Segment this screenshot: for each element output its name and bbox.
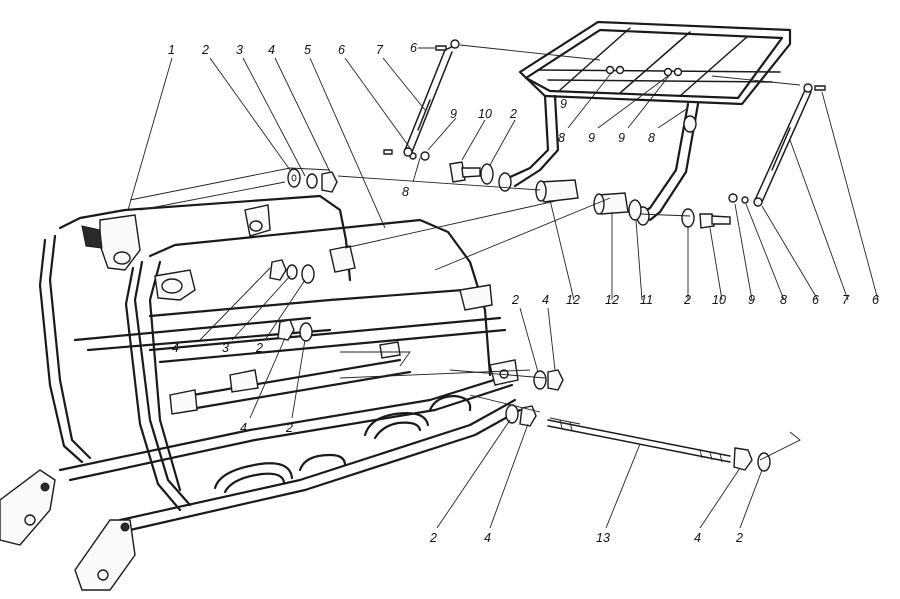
main-frame — [0, 194, 522, 591]
callout-label: 8 — [648, 131, 655, 145]
callout-label: 2 — [735, 531, 743, 545]
callout-label: 9 — [588, 131, 595, 145]
callout-label: 13 — [596, 531, 610, 545]
callout-label: 2 — [511, 293, 519, 307]
callout-label: 5 — [304, 43, 311, 57]
callout-label: 4 — [172, 341, 179, 355]
luggage-rack — [498, 20, 792, 226]
callout-labels: 1 2 3 4 5 6 7 6 10 2 9 8 9 9 8 8 12 12 1… — [168, 41, 879, 545]
callout-label: 11 — [640, 293, 653, 307]
callout-label: 9 — [560, 97, 567, 111]
callout-label: 4 — [694, 531, 701, 545]
callout-label: 4 — [484, 531, 491, 545]
callout-label: 12 — [605, 293, 619, 307]
callout-label: 4 — [542, 293, 549, 307]
callout-label: 9 — [618, 131, 625, 145]
callout-label: 7 — [842, 293, 850, 307]
callout-label: 3 — [236, 43, 243, 57]
callout-label: 3 — [222, 341, 229, 355]
callout-label: 6 — [872, 293, 879, 307]
callout-label: 8 — [402, 185, 409, 199]
callout-label: 2 — [429, 531, 437, 545]
callout-label: 6 — [410, 41, 417, 55]
callout-label: 9 — [748, 293, 755, 307]
callout-label: 8 — [780, 293, 787, 307]
leader-lines — [127, 47, 879, 529]
callout-label: 2 — [509, 107, 517, 121]
callout-label: 2 — [683, 293, 691, 307]
callout-label: 7 — [376, 43, 384, 57]
callout-label: 12 — [566, 293, 580, 307]
callout-label: 6 — [338, 43, 345, 57]
callout-label: 4 — [268, 43, 275, 57]
callout-label: 2 — [255, 341, 263, 355]
callout-label: 1 — [168, 43, 175, 57]
callout-label: 10 — [478, 107, 492, 121]
assembly-lines — [129, 44, 801, 461]
callout-label: 9 — [450, 107, 457, 121]
callout-label: 6 — [812, 293, 819, 307]
callout-label: 10 — [712, 293, 726, 307]
callout-label: 8 — [558, 131, 565, 145]
hardware-parts — [269, 39, 826, 472]
callout-label: 2 — [201, 43, 209, 57]
callout-label: 4 — [240, 421, 247, 435]
callout-label: 2 — [285, 421, 293, 435]
